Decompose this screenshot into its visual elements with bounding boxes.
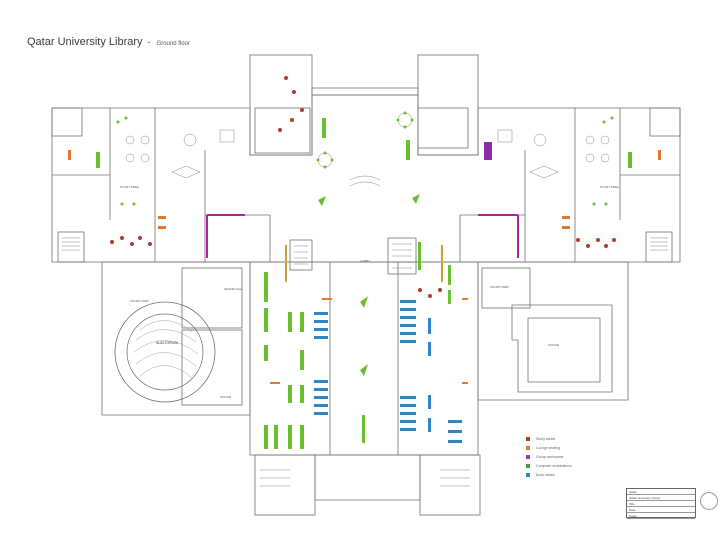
stairs xyxy=(62,237,668,487)
title-block-client: Qatar xyxy=(627,489,695,495)
legend-label: Book stacks xyxy=(536,472,555,477)
east-lower-wing xyxy=(477,261,629,401)
south-entrance xyxy=(314,454,421,501)
upper-hall-accents xyxy=(116,111,614,376)
west-court-room xyxy=(181,267,243,329)
auditorium-label: AUDITORIUM xyxy=(156,341,178,345)
north-east-wing xyxy=(417,54,479,156)
room-label-study-west: STUDY AREA xyxy=(120,185,139,189)
title-block-row3: Scale xyxy=(627,513,695,519)
legend-swatch xyxy=(526,454,530,459)
east-inner-hall xyxy=(527,317,601,383)
firm-logo xyxy=(700,492,718,510)
room-label-office-east: OFFICE xyxy=(548,343,559,347)
room-label-west-court: COURTYARD xyxy=(130,299,150,303)
book-stacks xyxy=(314,300,462,443)
gold-partitions xyxy=(285,245,443,282)
computer-workstations xyxy=(96,118,632,449)
room-label-east-court: COURTYARD xyxy=(490,285,510,289)
east-room-a xyxy=(481,267,531,309)
legend: Study tables Lounge seating Group worksp… xyxy=(526,434,596,479)
magenta-partitions xyxy=(206,214,519,258)
auditorium-seating xyxy=(133,320,199,379)
south-east-core xyxy=(419,454,481,516)
seating-clusters xyxy=(125,112,610,187)
north-corridor xyxy=(311,87,419,96)
legend-item: Lounge seating xyxy=(526,443,596,452)
room-label-grand-hall: GRAND HALL xyxy=(224,287,244,291)
plan-title-sub: Ground floor xyxy=(156,41,190,47)
legend-label: Group workspace xyxy=(536,454,564,459)
legend-item: Book stacks xyxy=(526,470,596,479)
legend-label: Computer workstations xyxy=(536,463,572,468)
north-east-room xyxy=(417,107,469,149)
room-label-study-east: STUDY AREA xyxy=(600,185,619,189)
study-tables xyxy=(110,76,616,298)
west-core xyxy=(57,231,85,263)
west-stair xyxy=(289,239,313,271)
title-block-row1: Title xyxy=(627,501,695,507)
legend-item: Study tables xyxy=(526,434,596,443)
north-west-room xyxy=(254,107,311,154)
south-west-core xyxy=(254,454,316,516)
room-label-lobby: LOBBY xyxy=(360,259,370,263)
central-stair xyxy=(387,237,417,275)
title-block: Qatar Qatar University Library Title Dat… xyxy=(626,488,696,519)
east-core xyxy=(645,231,673,263)
plan-title-main: Qatar University Library xyxy=(27,36,143,48)
legend-label: Study tables xyxy=(536,436,556,441)
west-lower-wing xyxy=(101,261,251,416)
west-lower-room xyxy=(181,329,243,406)
title-block-project: Qatar University Library xyxy=(627,495,695,501)
legend-swatch xyxy=(526,463,530,468)
east-stair-tower xyxy=(649,107,681,137)
legend-label: Lounge seating xyxy=(536,445,560,450)
legend-swatch xyxy=(526,436,530,441)
upper-hall-outline xyxy=(51,94,681,263)
title-block-row2: Date xyxy=(627,507,695,513)
purple-workspace xyxy=(484,142,492,160)
plan-title: Qatar University Library-Ground floor xyxy=(27,36,190,48)
legend-item: Group workspace xyxy=(526,452,596,461)
auditorium-inner xyxy=(126,313,204,391)
legend-item: Computer workstations xyxy=(526,461,596,470)
auditorium-outer xyxy=(114,301,216,403)
north-west-wing xyxy=(249,54,313,156)
west-stair-tower xyxy=(51,107,83,137)
plan-title-separator: - xyxy=(147,37,151,47)
room-label-office-west: OFFICE xyxy=(220,395,231,399)
east-hall xyxy=(511,304,613,393)
legend-swatch xyxy=(526,472,530,477)
lounge-seating xyxy=(68,150,661,384)
legend-swatch xyxy=(526,445,530,450)
